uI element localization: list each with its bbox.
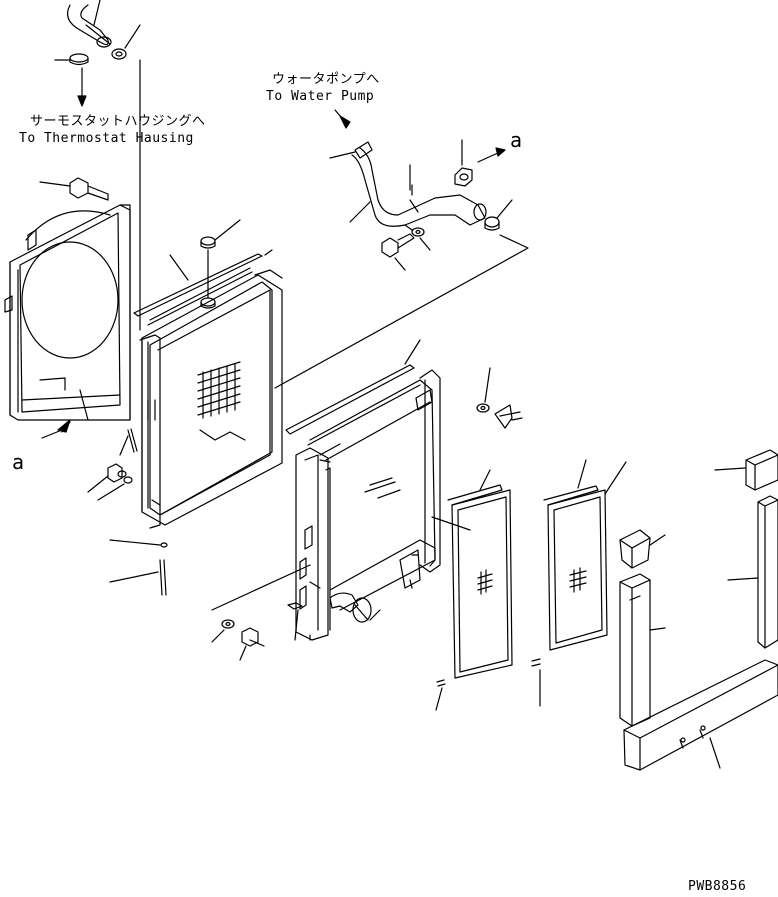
leader-long-diagonal — [274, 234, 529, 389]
upper-hose-part — [67, 0, 112, 48]
water-pump-hose — [329, 109, 487, 227]
radiator-frame — [295, 369, 441, 641]
seal-block-top — [714, 449, 778, 491]
radiator-cap — [200, 219, 241, 309]
seal-strip-frame — [285, 339, 421, 435]
water-pump-label-jp: ウォータポンプへ — [272, 72, 380, 87]
small-rod-left — [119, 428, 138, 456]
bolt-washer-bottom — [211, 564, 311, 661]
seal-wedge — [619, 529, 666, 569]
seal-panel-bottom — [623, 659, 778, 771]
seal-strip-top — [133, 253, 263, 317]
thermostat-label-en: To Thermostat Hausing — [19, 131, 194, 146]
hose-clamp-top — [111, 24, 141, 60]
clamp-washer-top-left — [54, 53, 89, 66]
drain-elbow — [329, 592, 381, 623]
seal-panel-center-tall — [619, 573, 666, 727]
bolt-and-washer-mid — [381, 224, 431, 271]
ref-letter-a-left: a — [12, 450, 25, 474]
water-pump-label-en: To Water Pump — [266, 89, 375, 104]
pin-and-rod-bottom-left — [109, 539, 168, 596]
ref-letter-a-right: a — [510, 128, 523, 152]
fan-shroud — [4, 204, 131, 421]
screen-panel-2 — [543, 459, 627, 651]
hose-clamp-b — [484, 199, 513, 231]
seal-strip-small — [287, 602, 303, 641]
hose-clamp-a — [454, 139, 506, 187]
drawing-number: PWB8856 — [688, 879, 747, 894]
screen-panel-1 — [447, 469, 513, 679]
seal-panel-right-tall — [727, 495, 778, 649]
thermostat-label-jp: サーモスタットハウジングへ — [30, 114, 206, 129]
radiator-core — [139, 267, 283, 529]
shroud-bolt — [39, 177, 109, 201]
clip-and-washer-left — [87, 463, 133, 501]
wing-bolt — [476, 367, 523, 429]
